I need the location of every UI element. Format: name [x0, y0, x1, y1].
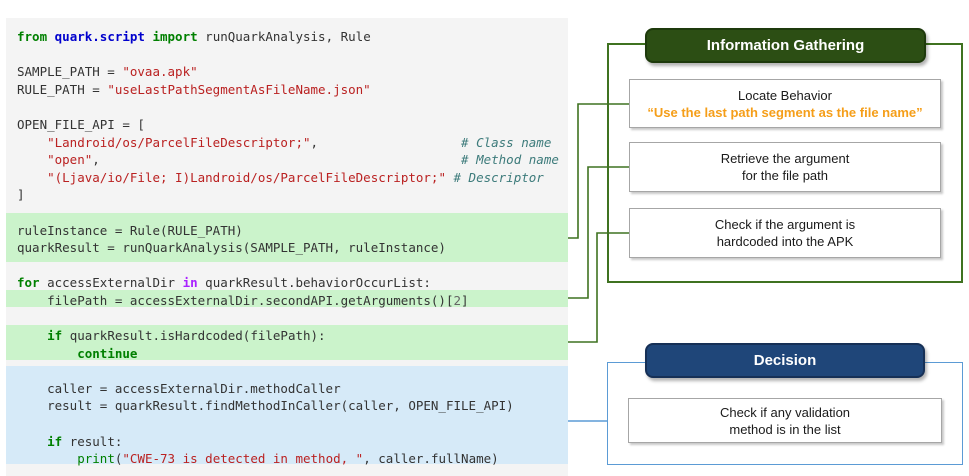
- flow-box-retrieve-argument: Retrieve the argument for the file path: [629, 142, 941, 192]
- check-hardcoded-line2: hardcoded into the APK: [716, 234, 854, 249]
- flow-box-locate-behavior: Locate Behavior “Use the last path segme…: [629, 79, 941, 128]
- retrieve-argument-line1: Retrieve the argument: [720, 151, 850, 166]
- code-highlight-method-in-caller: [6, 366, 568, 464]
- locate-behavior-line1: Locate Behavior: [738, 87, 832, 103]
- information-gathering-title: Information Gathering: [706, 37, 865, 54]
- code-highlight-rule-analysis: [6, 213, 568, 262]
- check-hardcoded-line1: Check if the argument is: [714, 217, 856, 232]
- code-highlight-filepath: [6, 290, 568, 307]
- decision-header: Decision: [645, 343, 925, 378]
- retrieve-argument-line2: for the file path: [742, 168, 828, 183]
- flow-box-validation-check: Check if any validation method is in the…: [628, 398, 942, 443]
- flow-box-check-hardcoded: Check if the argument is hardcoded into …: [629, 208, 941, 258]
- code-panel: from quark.script import runQuarkAnalysi…: [6, 18, 568, 476]
- code-highlight-hardcoded: [6, 325, 568, 360]
- decision-title: Decision: [753, 352, 817, 369]
- locate-behavior-quote: “Use the last path segment as the file n…: [647, 104, 923, 120]
- validation-check-line1: Check if any validation: [719, 404, 851, 420]
- validation-check-line2: method is in the list: [729, 421, 841, 437]
- python-code: from quark.script import runQuarkAnalysi…: [17, 29, 559, 467]
- information-gathering-header: Information Gathering: [645, 28, 926, 63]
